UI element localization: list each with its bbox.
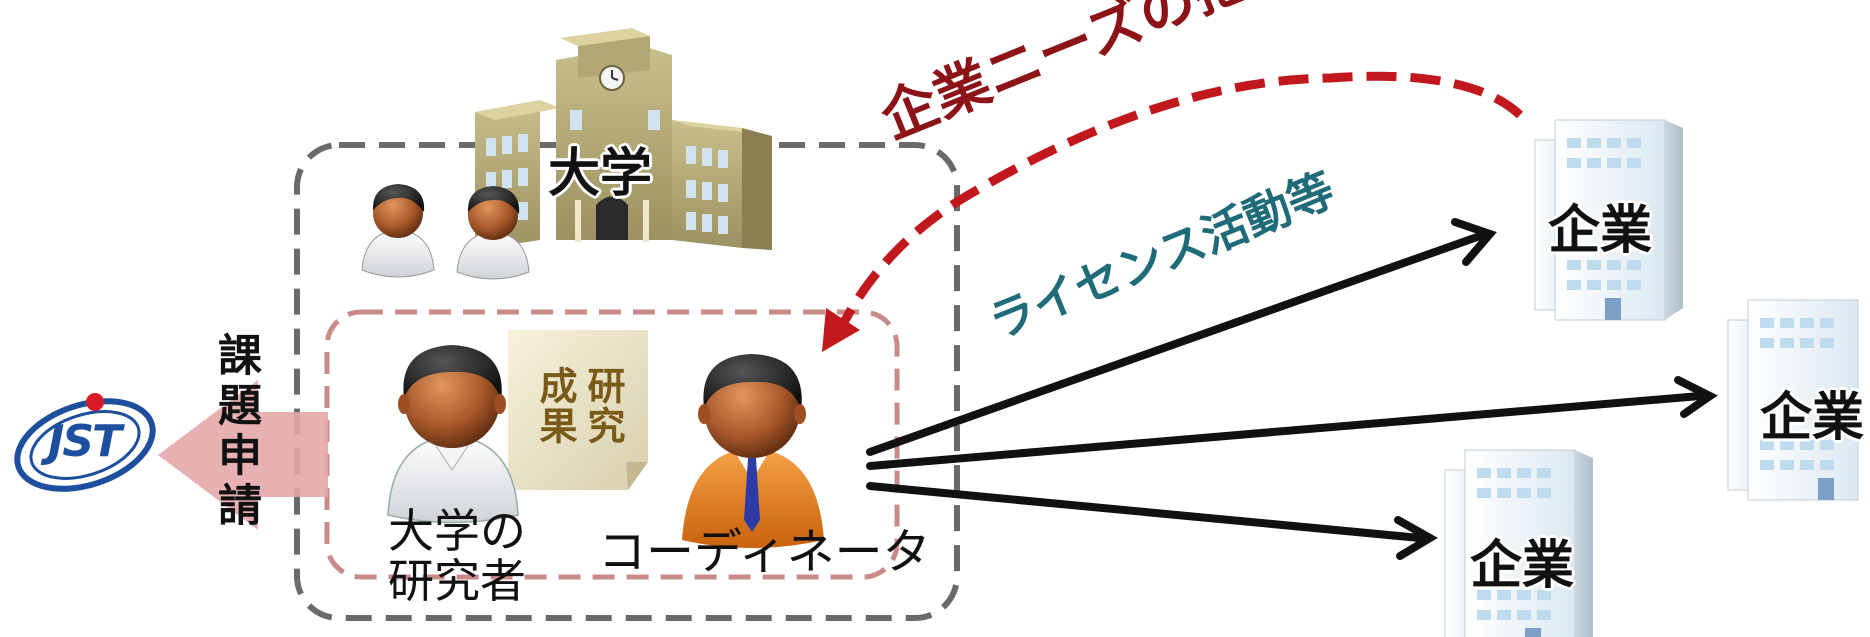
university-label: 大学 — [548, 144, 653, 204]
person-icon — [456, 186, 530, 280]
license-arrow — [866, 482, 1438, 560]
document-text-research: 研究 — [581, 366, 625, 446]
license-arrow — [866, 218, 1497, 456]
person-icon — [361, 184, 435, 278]
document-text-results: 成果 — [533, 366, 577, 446]
application-arrow — [158, 380, 328, 530]
company-building-icon — [1727, 299, 1859, 501]
company-building-icon — [1534, 119, 1683, 321]
person-icon — [682, 354, 824, 548]
license-arrow — [866, 376, 1718, 470]
jst-logo-text: JST — [48, 416, 122, 467]
researcher-label-line1: 大学の — [388, 504, 526, 558]
company-label-top: 企業 — [1548, 201, 1653, 261]
jst-logo — [14, 393, 156, 492]
researcher-label-line2: 研究者 — [388, 554, 526, 608]
company-label-right: 企業 — [1760, 388, 1865, 448]
application-label: 課題申請 — [210, 332, 261, 532]
person-icon — [387, 345, 519, 524]
university-building-icon — [475, 28, 772, 250]
company-label-bottom: 企業 — [1470, 536, 1575, 596]
document-icon — [508, 330, 648, 490]
needs-arrow — [822, 71, 1524, 352]
company-building-icon — [1444, 449, 1593, 637]
coordinator-label: コーディネータ — [598, 524, 931, 580]
